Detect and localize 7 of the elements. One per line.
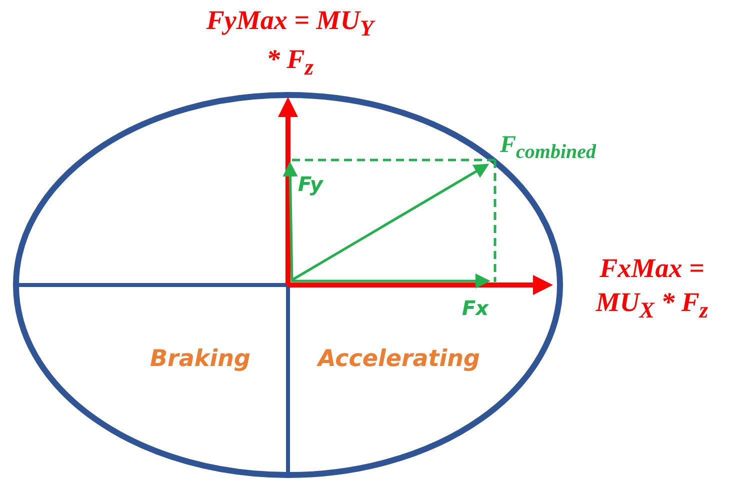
force-label: F$_{combined}$ bbox=[500, 131, 598, 165]
region-label: Braking bbox=[150, 345, 252, 374]
region-label: Accelerating bbox=[318, 345, 482, 374]
force-label: Fx bbox=[462, 296, 490, 321]
formula-label: FxMax = MU$_{X}$ * F$_{z}$ bbox=[594, 252, 710, 324]
force-label: Fy bbox=[298, 172, 324, 197]
formula-label: FyMax = MU$_{Y}$ * F$_{z}$ bbox=[205, 4, 376, 81]
